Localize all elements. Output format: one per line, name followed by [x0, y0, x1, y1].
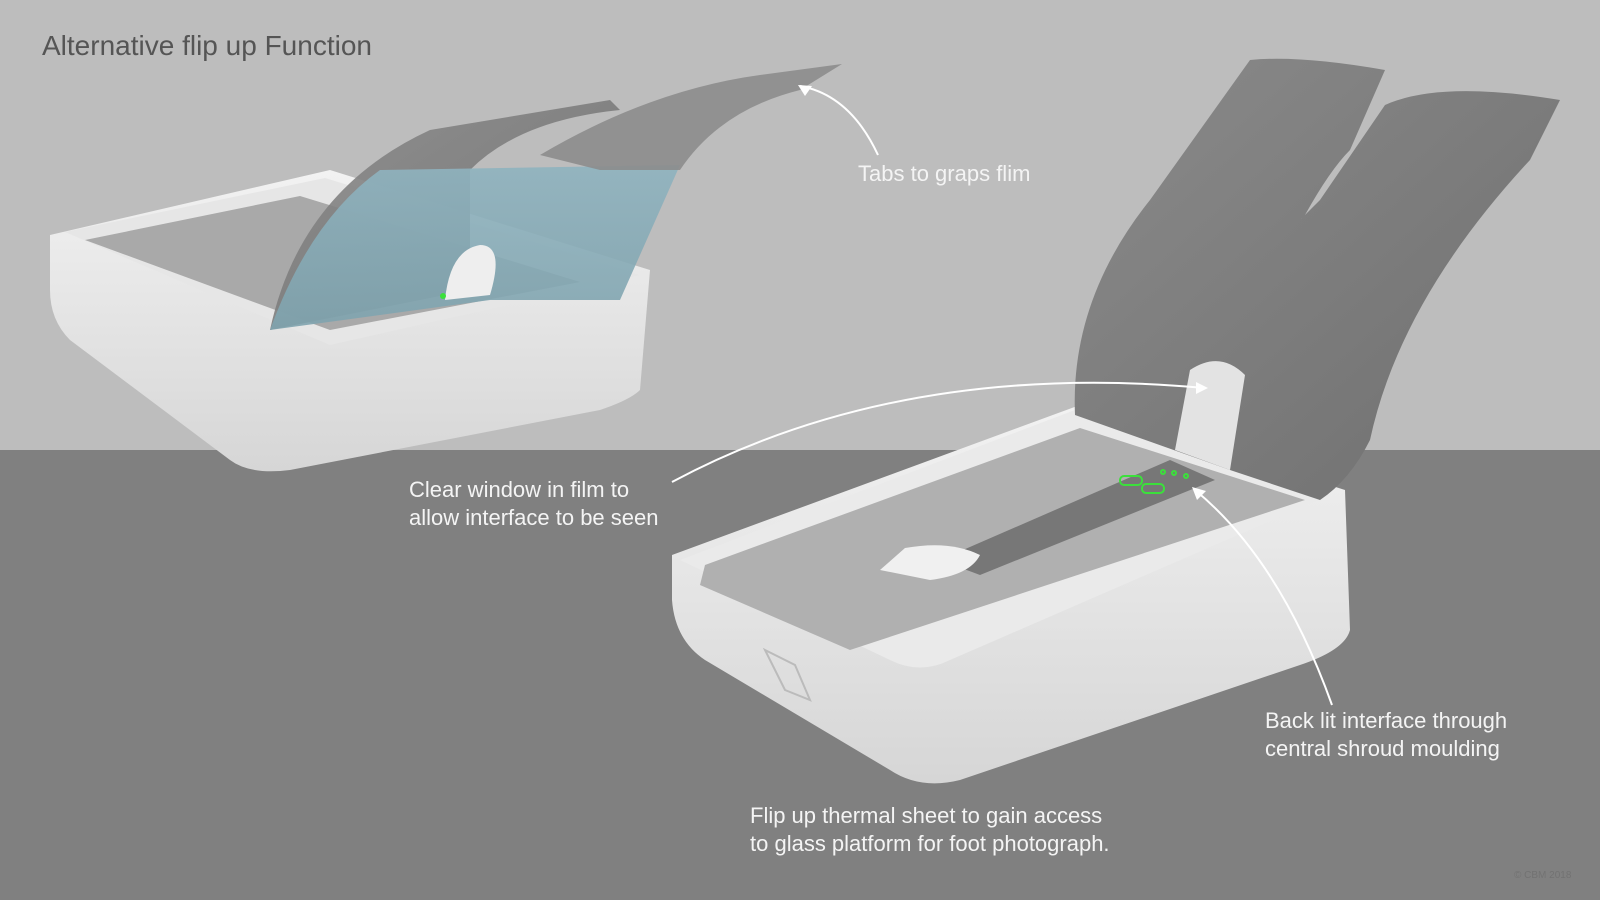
arrow-clear-window [671, 381, 1206, 483]
annotation-line: Clear window in film to [409, 477, 630, 502]
arrow-back-lit [1194, 489, 1333, 706]
backlit-interface-icons [1119, 469, 1189, 494]
annotation-line: central shroud moulding [1265, 736, 1500, 761]
annotation-back-lit: Back lit interface through central shrou… [1265, 707, 1507, 763]
device-left-render [50, 64, 842, 472]
annotation-arrows [671, 85, 1333, 706]
annotation-line: Back lit interface through [1265, 708, 1508, 733]
copyright: © CBM 2018 [1514, 870, 1572, 881]
arrow-tabs [799, 85, 879, 156]
annotation-line: allow interface to be seen [409, 505, 659, 530]
page-title: Alternative flip up Function [42, 30, 372, 61]
annotation-line: to glass platform for foot photograph. [750, 831, 1110, 856]
annotation-clear-window: Clear window in film to allow interface … [409, 476, 659, 532]
annotation-flip-up: Flip up thermal sheet to gain access to … [750, 802, 1110, 858]
annotation-line: Flip up thermal sheet to gain access [750, 803, 1103, 828]
annotation-tabs: Tabs to graps flim [858, 161, 1031, 186]
